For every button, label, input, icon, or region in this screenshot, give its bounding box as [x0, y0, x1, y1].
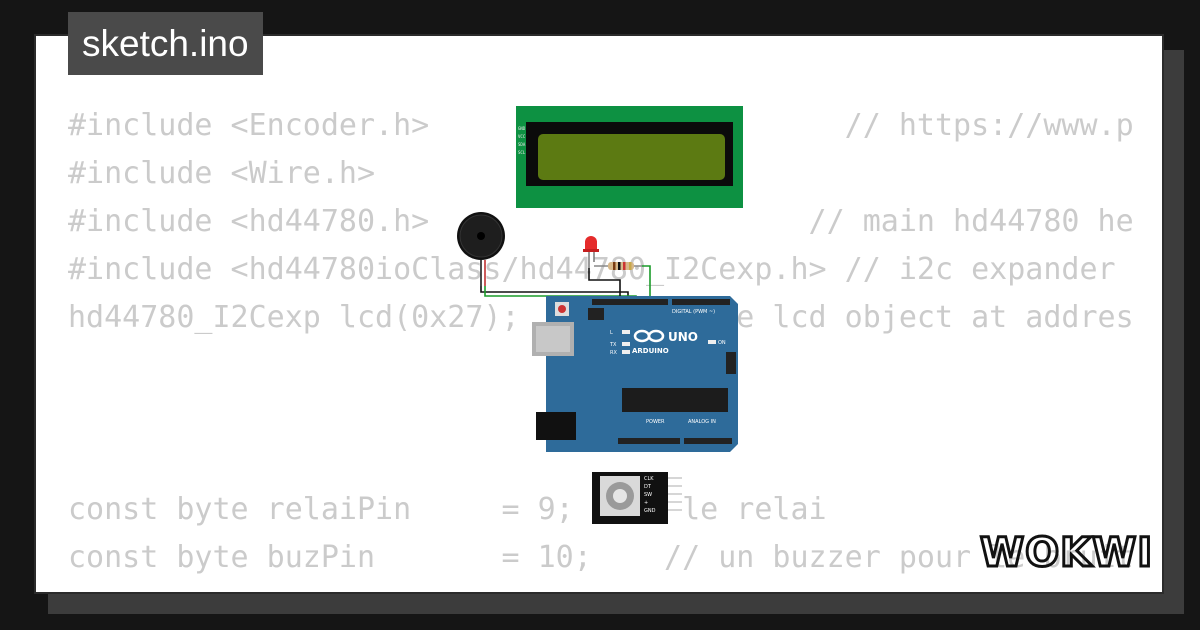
circuit-diagram: GND VCC SDA SCL: [457, 106, 743, 524]
lcd-pin-label: VCC: [518, 134, 526, 139]
resistor: [594, 262, 642, 270]
code-line: #include <Encoder.h> // https://www.pjrc…: [68, 108, 1134, 143]
led-red: [583, 236, 599, 268]
encoder-pin-label: DT: [644, 484, 652, 490]
encoder-pin-label: SW: [644, 492, 652, 498]
encoder-pin-label: +: [644, 500, 648, 506]
wokwi-logo-text: WOKWI: [980, 530, 1153, 576]
board-model-label: UNO: [668, 330, 698, 344]
code-line: #include <Wire.h>: [68, 156, 376, 191]
lcd-pin-label: GND: [518, 126, 526, 131]
analog-label: ANALOG IN: [688, 419, 716, 425]
code-line: const byte encoderCLKPin = 2; // encoder…: [68, 582, 1134, 592]
code-line: #include <hd44780.h> // main hd44780 hea…: [68, 204, 1134, 239]
power-label: POWER: [646, 419, 665, 425]
rotary-encoder: CLK DT SW + GND: [592, 472, 682, 524]
rx-label: RX: [610, 350, 617, 356]
arduino-uno: UNO ARDUINO DIGITAL (PWM ~) POWER ANALOG…: [532, 296, 738, 452]
tx-label: TX: [609, 342, 617, 348]
wokwi-logo: WOKWI: [979, 529, 1154, 578]
encoder-pin-label: GND: [644, 508, 656, 514]
on-label: ON: [718, 340, 726, 346]
wires: [480, 265, 651, 300]
code-line: #include <hd44780ioClass/hd44780_I2Cexp.…: [68, 252, 1134, 287]
buzzer: [457, 212, 505, 286]
board-brand-label: ARDUINO: [632, 347, 669, 355]
code-line: const byte relaiPin = 9; // le relai: [68, 492, 827, 527]
code-line: const byte buzPin = 10; // un buzzer pou…: [68, 540, 1134, 575]
code-background: #include <Encoder.h> // https://www.pjrc…: [68, 102, 1134, 592]
lcd-pin-label: SCL: [518, 150, 526, 155]
lcd-pin-label: SDA: [518, 142, 526, 147]
project-title: sketch.ino: [68, 12, 263, 75]
lcd-module: GND VCC SDA SCL: [516, 106, 743, 208]
encoder-pin-label: CLK: [644, 476, 654, 482]
l-label: L: [610, 330, 613, 336]
digital-label: DIGITAL (PWM ~): [672, 309, 715, 315]
